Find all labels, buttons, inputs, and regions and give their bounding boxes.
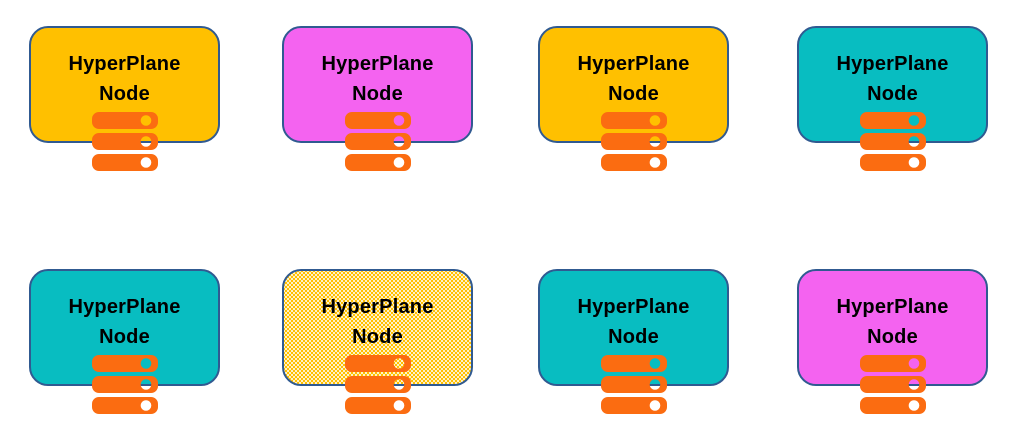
node-label-line2: Node [99, 83, 150, 105]
node-label-line2: Node [352, 326, 403, 348]
hyperplane-node-8[interactable]: HyperPlane Node [797, 269, 988, 386]
server-stack-icon [600, 355, 667, 414]
server-stack-icon [344, 112, 411, 171]
node-label-line2: Node [867, 83, 918, 105]
node-label-line1: HyperPlane [836, 296, 949, 318]
node-label: HyperPlane Node [540, 292, 727, 352]
node-label: HyperPlane Node [540, 49, 727, 109]
node-label-line2: Node [867, 326, 918, 348]
node-label-line1: HyperPlane [321, 53, 434, 75]
node-label: HyperPlane Node [799, 292, 986, 352]
node-label-line2: Node [99, 326, 150, 348]
node-label: HyperPlane Node [31, 49, 218, 109]
hyperplane-node-6[interactable]: HyperPlane Node [282, 269, 473, 386]
hyperplane-node-5[interactable]: HyperPlane Node [29, 269, 220, 386]
server-stack-icon [859, 355, 926, 414]
server-stack-icon [859, 112, 926, 171]
server-stack-icon [600, 112, 667, 171]
node-label-line2: Node [352, 83, 403, 105]
node-label: HyperPlane Node [799, 49, 986, 109]
node-label-line1: HyperPlane [836, 53, 949, 75]
server-stack-icon [344, 355, 411, 414]
node-label-line1: HyperPlane [577, 296, 690, 318]
node-label-line2: Node [608, 83, 659, 105]
node-label: HyperPlane Node [31, 292, 218, 352]
node-label: HyperPlane Node [284, 292, 471, 352]
node-label-line1: HyperPlane [321, 296, 434, 318]
server-stack-icon [91, 112, 158, 171]
hyperplane-node-4[interactable]: HyperPlane Node [797, 26, 988, 143]
node-label: HyperPlane Node [284, 49, 471, 109]
node-label-line1: HyperPlane [577, 53, 690, 75]
hyperplane-node-7[interactable]: HyperPlane Node [538, 269, 729, 386]
hyperplane-node-2[interactable]: HyperPlane Node [282, 26, 473, 143]
node-label-line1: HyperPlane [68, 53, 181, 75]
node-label-line2: Node [608, 326, 659, 348]
server-stack-icon [91, 355, 158, 414]
node-label-line1: HyperPlane [68, 296, 181, 318]
hyperplane-node-3[interactable]: HyperPlane Node [538, 26, 729, 143]
hyperplane-node-1[interactable]: HyperPlane Node [29, 26, 220, 143]
